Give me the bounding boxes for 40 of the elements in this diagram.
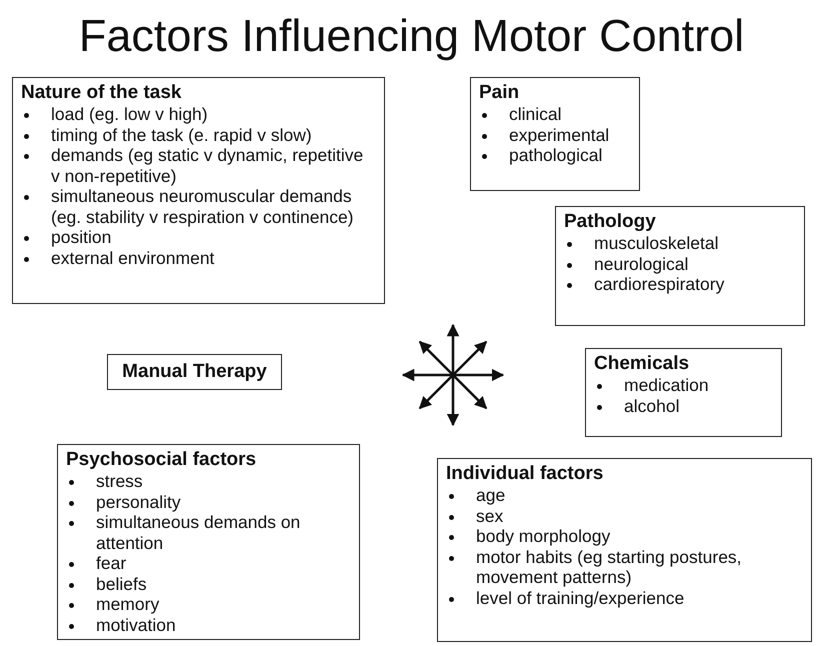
bullet-item: clinical (479, 104, 631, 124)
factor-box (585, 348, 782, 437)
box-heading: Chemicals (594, 352, 690, 375)
box-heading: Nature of the task (21, 81, 182, 104)
box-heading: Pain (479, 81, 520, 104)
box-heading: Individual factors (446, 462, 604, 485)
bullet-item: alcohol (594, 396, 773, 416)
bullet-item: motivation (66, 614, 351, 635)
factor-box (107, 354, 282, 390)
box-heading: Pathology (564, 210, 657, 233)
factor-box (437, 458, 812, 642)
bullet-item: age (446, 485, 803, 506)
factor-box (555, 206, 805, 326)
bullet-item: cardiorespiratory (564, 274, 796, 294)
bullet-item: demands (eg static v dynamic, repetitive v non-repetitive) (21, 145, 376, 186)
box-heading: Psychosocial factors (66, 448, 258, 471)
factor-box (57, 444, 360, 640)
bullet-item: fear (66, 553, 351, 574)
bullet-item: stress (66, 471, 351, 492)
bullet-item: load (eg. low v high) (21, 104, 376, 124)
bullet-item: level of training/experience (446, 588, 803, 608)
factor-box (470, 77, 640, 191)
bullet-item: memory (66, 594, 351, 614)
bullet-item: simultaneous neuromuscular demands (eg. stability v respiration v continence) (21, 186, 376, 227)
bullet-item: position (21, 227, 376, 248)
bullet-item: medication (594, 375, 773, 396)
bullet-item: experimental (479, 124, 631, 145)
bullet-item: external environment (21, 248, 376, 268)
bullet-item: beliefs (66, 574, 351, 594)
page-title: Factors Influencing Motor Control (78, 9, 746, 63)
bullet-item: neurological (564, 254, 796, 274)
bullet-item: motor habits (eg starting postures, movement patterns) (446, 546, 803, 588)
bullet-item: body morphology (446, 526, 803, 546)
bullet-item: personality (66, 492, 351, 512)
bullet-item: musculoskeletal (564, 233, 796, 254)
box-heading: Manual Therapy (122, 360, 267, 383)
bullet-item: timing of the task (e. rapid v slow) (21, 124, 376, 145)
bullet-item: sex (446, 506, 803, 526)
factor-box (12, 77, 385, 304)
bullet-item: pathological (479, 145, 631, 166)
